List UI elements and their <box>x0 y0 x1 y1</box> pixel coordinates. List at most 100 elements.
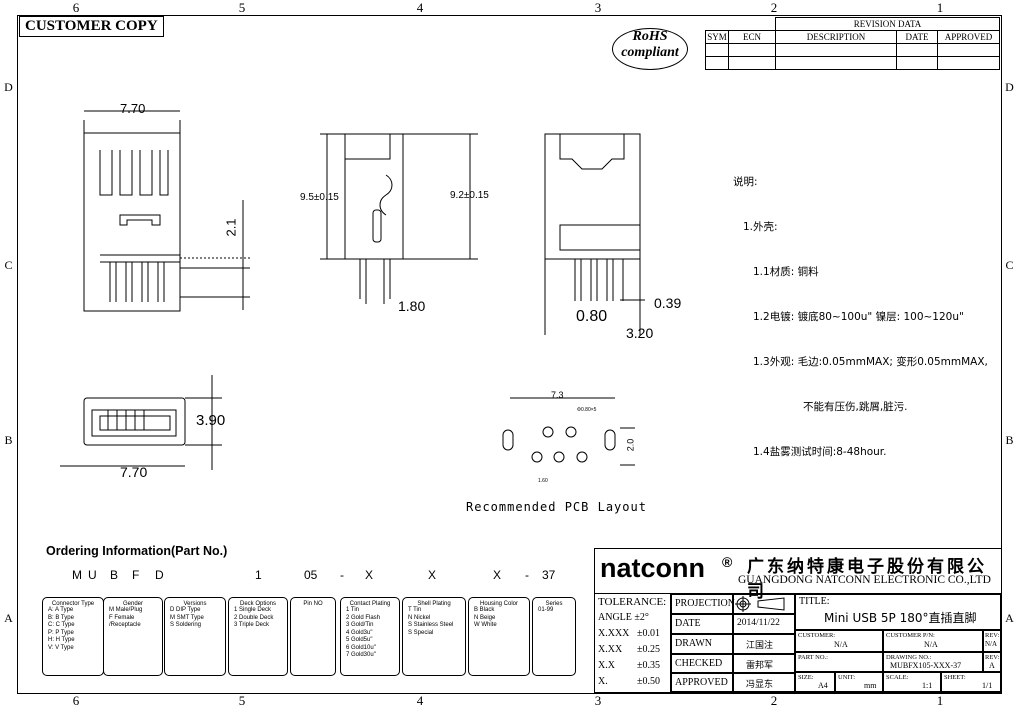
order-box-title: Versions <box>183 601 207 607</box>
customer-copy-label: CUSTOMER COPY <box>19 16 164 37</box>
order-box-row: M Male/Plug <box>109 607 143 613</box>
customer-value: N/A <box>834 640 848 649</box>
drawing-no-value: MUBFX105-XXX-37 <box>890 661 962 670</box>
dim-right-320: 3.20 <box>626 325 654 341</box>
order-box-title: Series <box>545 601 563 607</box>
zone-label-left: B <box>4 433 13 447</box>
tolerance-block: TOLERANCE: ANGLE ±2° X.XXX ±0.01 X.XX ±0… <box>595 594 671 692</box>
rohs-stamp: RoHS compliant <box>612 28 688 70</box>
order-box-row: M SMT Type <box>170 614 204 621</box>
note-line: 1.外壳: <box>743 221 778 233</box>
tol-value: ±0.35 <box>637 660 660 671</box>
date-value: 2014/11/22 <box>733 614 795 634</box>
tolerance-label: TOLERANCE: <box>598 596 667 608</box>
checked-label: CHECKED <box>671 654 733 673</box>
size-value: A4 <box>818 681 828 690</box>
zone-label: 4 <box>416 693 424 708</box>
company-name-cn: 广东纳特康电子股份有限公司 <box>747 557 987 602</box>
projection-label: PROJECTION <box>671 594 735 614</box>
zone-label: 4 <box>416 0 424 15</box>
drawing-no-label: DRAWING NO.: <box>886 654 932 661</box>
dim-side-height-right: 9.2±0.15 <box>450 190 489 201</box>
approved-value: 冯显东 <box>733 673 795 692</box>
zone-label-right: A <box>1005 611 1014 625</box>
dim-front-height: 2.1 <box>223 218 239 237</box>
part-char: X <box>493 568 502 582</box>
dim-side-pin: 1.80 <box>398 298 426 314</box>
zone-label: 2 <box>770 0 778 15</box>
drawing-title: Mini USB 5P 180°直插直脚 <box>824 611 977 625</box>
dim-right-039: 0.39 <box>654 295 682 311</box>
order-box-row: C: C Type <box>48 622 75 628</box>
ordering-title: Ordering Information(Part No.) <box>46 544 228 558</box>
scale-value: 1:1 <box>922 681 933 690</box>
dim-bottom-width: 7.70 <box>120 464 148 480</box>
tol-key: X. <box>598 676 608 687</box>
zone-label: 3 <box>594 693 602 708</box>
side-view <box>320 133 478 304</box>
rev-label: REV: <box>985 632 1000 639</box>
rev-value: N/A <box>985 640 998 648</box>
customer-pn-label: CUSTOMER P/N: <box>886 632 935 639</box>
order-box-row: N Nickel <box>408 614 431 621</box>
zone-label: 5 <box>238 0 246 15</box>
order-box-row: P: P Type <box>48 629 74 636</box>
note-line: 1.1材质: 铜料 <box>753 266 819 278</box>
zone-label: 1 <box>936 0 944 15</box>
order-box-row: F Female <box>109 614 135 621</box>
tol-value: ±0.50 <box>637 676 660 687</box>
order-box-title: Deck Options <box>239 601 276 607</box>
zone-label: 3 <box>594 0 602 15</box>
zone-label-right: B <box>1005 433 1014 447</box>
registered-mark: ® <box>722 554 733 570</box>
part-char: X <box>428 568 437 582</box>
dim-front-width: 7.70 <box>120 101 146 116</box>
scale-cell: SCALE: 1:1 <box>883 672 941 692</box>
order-box-row: 6 Gold10u" <box>346 644 376 651</box>
part-char: 05 <box>304 568 318 582</box>
order-box-row: 2 Gold Flash <box>346 614 381 621</box>
zone-label-left: A <box>4 611 13 625</box>
front-view <box>83 110 250 312</box>
tol-key: X.X <box>598 660 615 671</box>
order-box-deck-options: Deck Options 1 Single Deck 2 Double Deck… <box>228 597 288 676</box>
zone-label: 6 <box>72 0 80 15</box>
zone-label-right: D <box>1005 80 1014 94</box>
date-label: DATE <box>671 614 733 634</box>
size-label: SIZE: <box>798 674 814 681</box>
checked-value: 雷邦军 <box>733 654 795 673</box>
order-box-row: S Special <box>408 629 434 636</box>
zone-labels-top: 6 5 4 3 2 1 <box>0 0 1018 15</box>
dim-bottom-height: 3.90 <box>196 412 226 429</box>
order-box-row: D DIP Type <box>170 607 201 613</box>
order-box-row: W White <box>474 622 497 628</box>
zone-label-left: C <box>4 258 13 272</box>
order-box-gender: Gender M Male/Plug F Female /Receptacle <box>103 597 163 676</box>
order-box-title: Pin NO <box>303 601 323 607</box>
order-box-row: 5 Gold5u" <box>346 637 373 643</box>
sheet-value: 1/1 <box>982 681 993 690</box>
order-box-row: /Receptacle <box>109 622 141 628</box>
order-box-title: Connector Type <box>51 601 95 607</box>
rev-label: REV: <box>985 654 1000 661</box>
note-line: 1.3外观: 毛边:0.05mmMAX; 变形0.05mmMAX, <box>753 356 988 368</box>
part-char: 37 <box>542 568 556 582</box>
order-box-row: H: H Type <box>48 637 75 643</box>
order-box-row: 01-99 <box>538 607 554 613</box>
zone-label: 2 <box>770 693 778 708</box>
order-box-row: N Beige <box>474 614 496 621</box>
drawing-frame <box>17 15 1002 694</box>
order-box-row: 2 Double Deck <box>234 614 274 621</box>
part-char: M <box>72 568 82 582</box>
part-char: - <box>525 568 529 582</box>
projection-symbol <box>733 594 795 614</box>
order-box-row: B: B Type <box>48 614 74 621</box>
order-box-row: A: A Type <box>48 607 74 613</box>
approved-label: APPROVED <box>671 673 733 692</box>
order-box-pin-no: Pin NO <box>290 597 336 676</box>
note-line: 不能有压伤,跳屑,脏污. <box>803 401 908 413</box>
part-char: - <box>340 568 344 582</box>
order-box-housing-color: Housing Color B Black N Beige W White <box>468 597 530 676</box>
dim-pcb-width: 7.3 <box>551 390 564 400</box>
